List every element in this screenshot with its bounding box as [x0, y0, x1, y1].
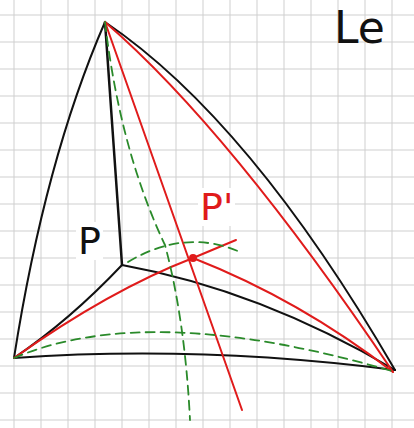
red-line	[105, 22, 393, 372]
grid-line	[95, 0, 96, 428]
grid-line	[176, 0, 177, 428]
red-line	[105, 22, 242, 410]
grid-line	[0, 393, 414, 394]
grid-line	[122, 0, 123, 428]
point-label: P	[76, 222, 103, 260]
grid-line	[0, 69, 414, 70]
point-label: P'	[198, 188, 235, 226]
edge-line	[122, 265, 395, 370]
dashed-line	[105, 22, 190, 420]
grid-line	[68, 0, 69, 428]
grid-line	[365, 0, 366, 428]
grid-line	[257, 0, 258, 428]
grid-line	[0, 150, 414, 151]
grid-line	[14, 0, 15, 428]
red-line	[193, 258, 393, 372]
red-line	[14, 258, 193, 358]
grid-line	[0, 177, 414, 178]
grid-line	[284, 0, 285, 428]
grid-line	[0, 258, 414, 259]
edge-line	[14, 265, 122, 358]
grid-line	[0, 420, 414, 421]
grid-line	[0, 339, 414, 340]
edge-line	[14, 354, 395, 370]
grid-line	[0, 123, 414, 124]
dashed-arc	[128, 242, 240, 262]
edge-line	[105, 22, 395, 370]
dashed-line	[14, 332, 395, 372]
grid-line	[0, 231, 414, 232]
grid-line	[0, 96, 414, 97]
page-heading: Le	[332, 6, 387, 50]
grid-line	[311, 0, 312, 428]
edge-line	[105, 22, 122, 265]
red-point	[189, 254, 197, 262]
